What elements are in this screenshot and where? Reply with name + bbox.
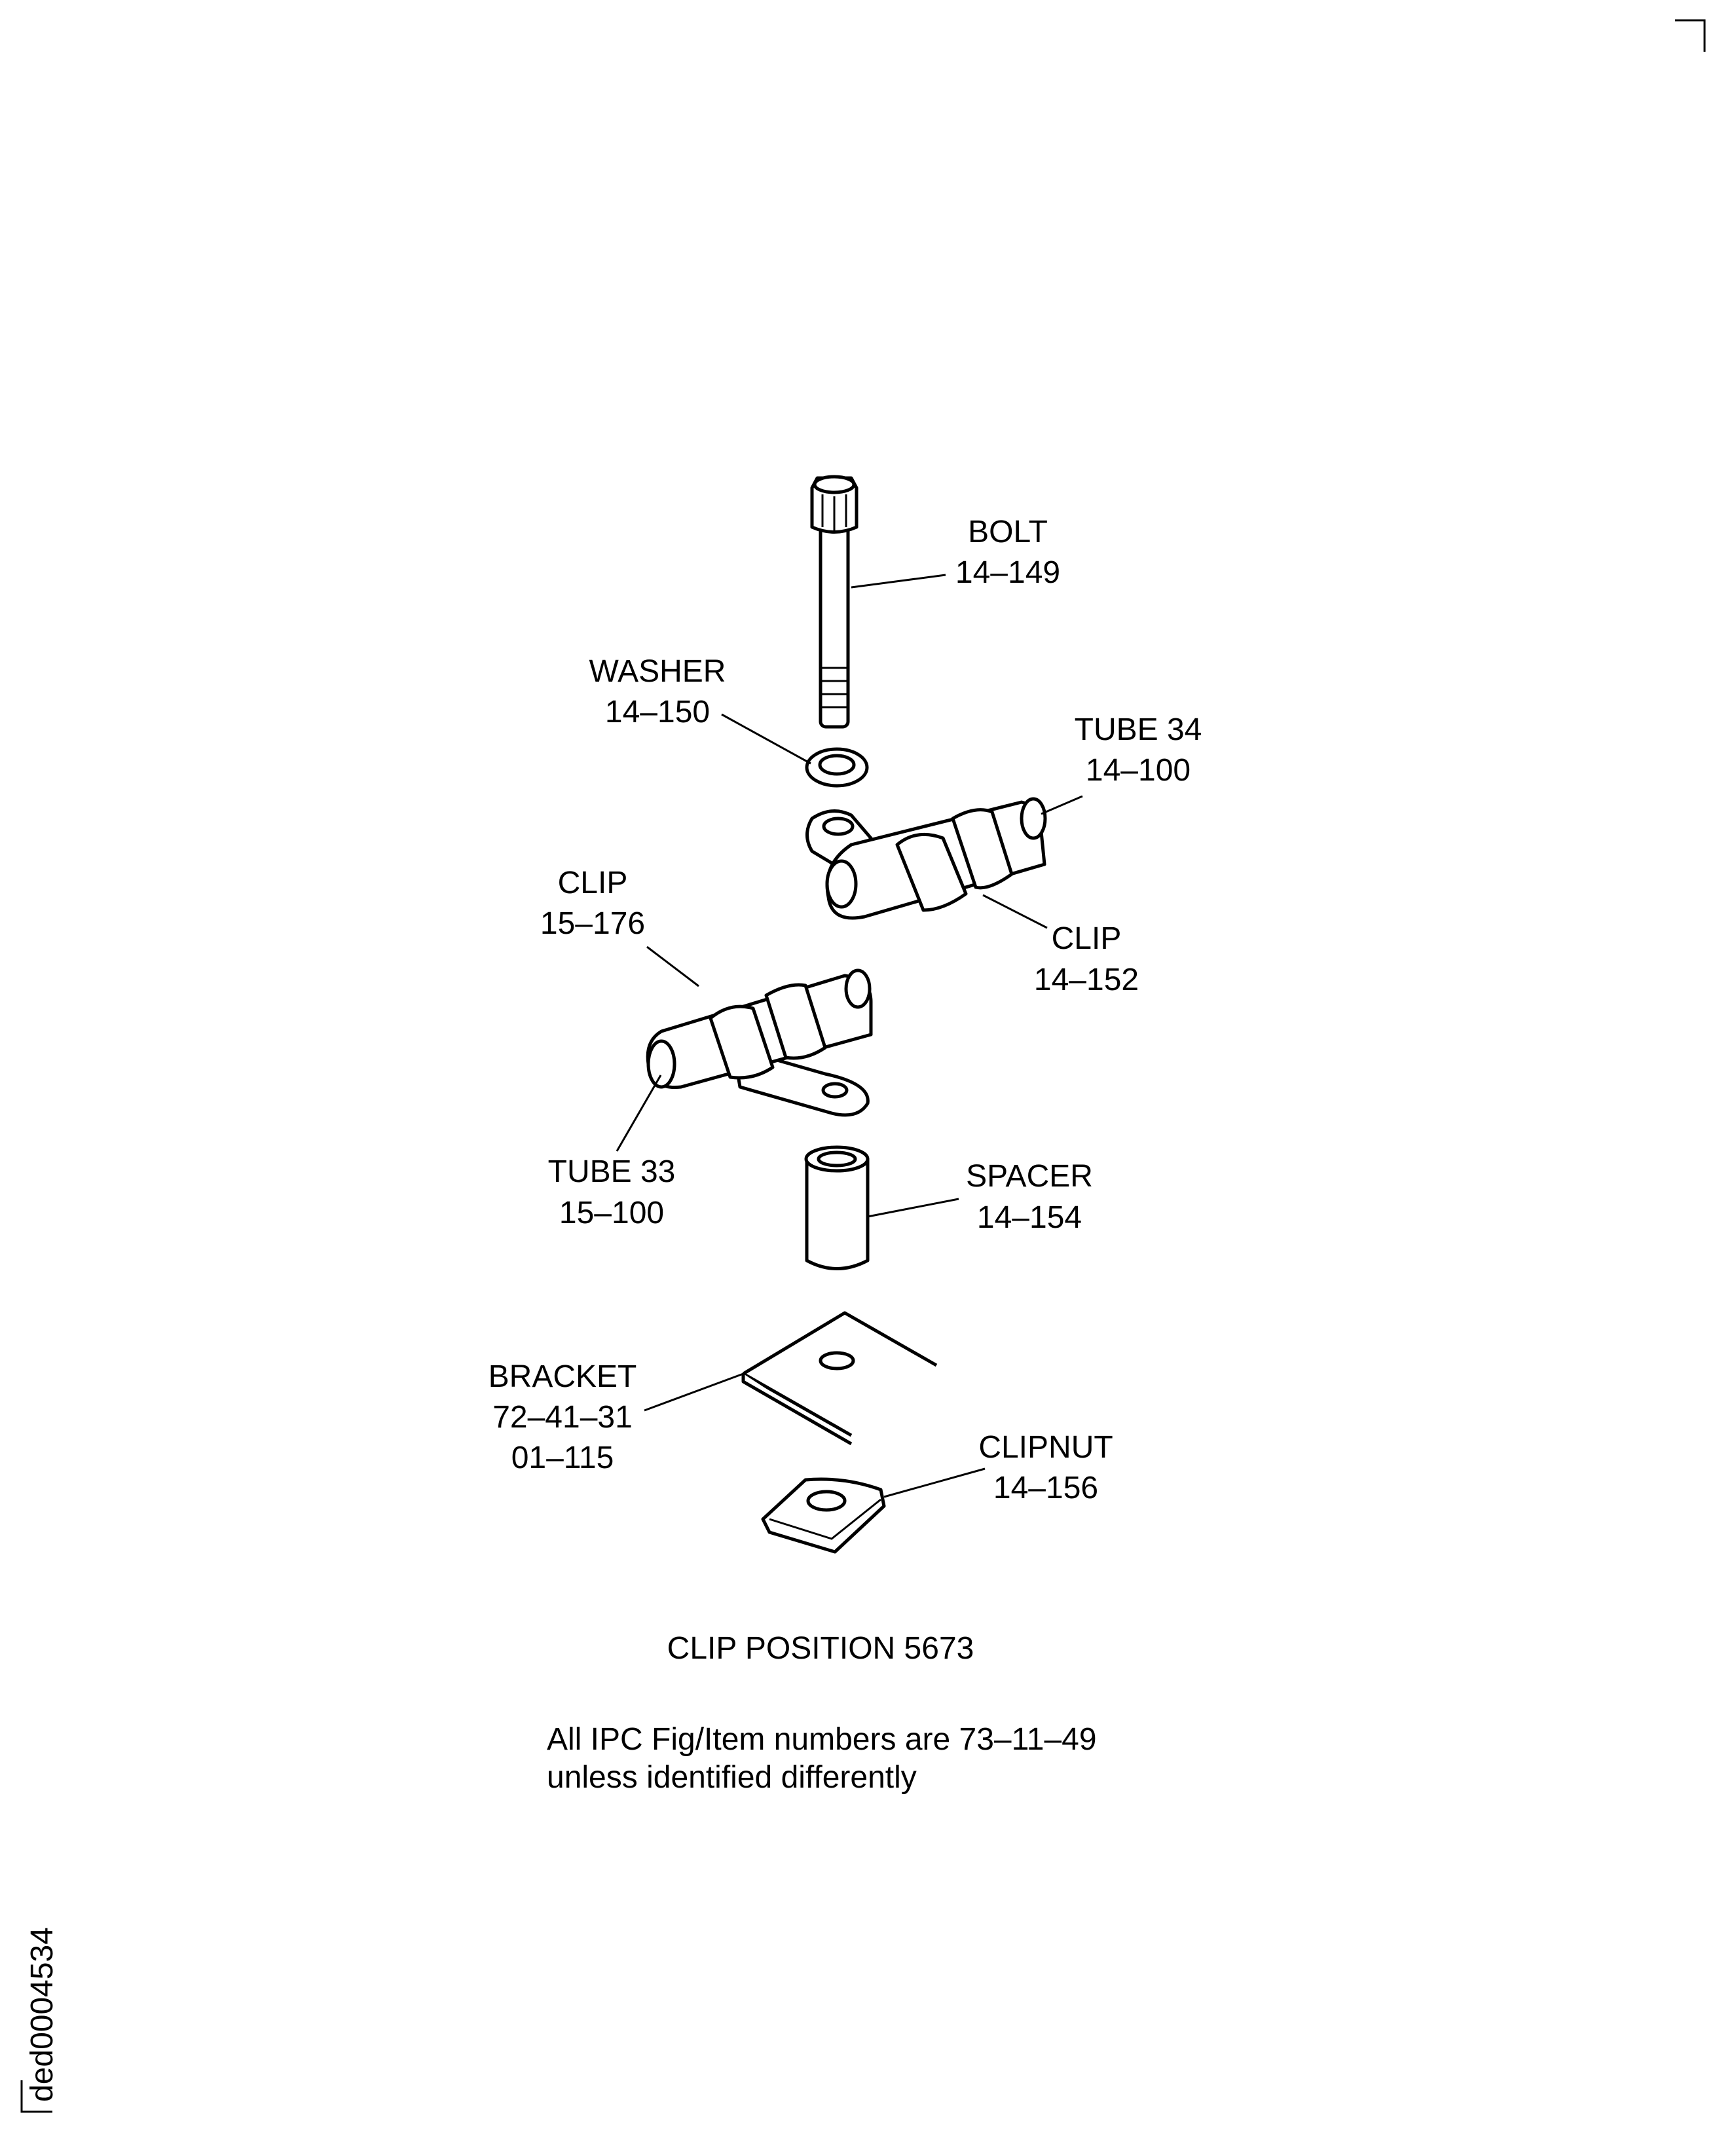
callout-tube33-name: TUBE 33 (548, 1154, 676, 1189)
callout-bolt-ref: 14–149 (955, 555, 1060, 590)
callout-washer-name: WASHER (589, 654, 726, 689)
leader-lines (616, 574, 1083, 1498)
callout-spacer-ref: 14–154 (977, 1200, 1082, 1235)
callout-clipnut-name: CLIPNUT (978, 1430, 1113, 1465)
callout-clip-15-176-ref: 15–176 (540, 906, 645, 941)
drawing-id: ded0004534 (25, 1927, 60, 2102)
callout-tube33-ref: 15–100 (559, 1196, 664, 1230)
callout-bolt-name: BOLT (968, 515, 1048, 549)
callout-bracket-ref: 72–41–31 (492, 1400, 633, 1435)
clip-tube-33-drawing (646, 968, 873, 1117)
callout-clipnut-ref: 14–156 (993, 1471, 1098, 1505)
callout-bracket-ref2: 01–115 (511, 1441, 614, 1475)
callout-tube34-ref: 14–100 (1086, 753, 1191, 788)
callout-bracket-name: BRACKET (489, 1359, 637, 1394)
callout-tube34-name: TUBE 34 (1075, 712, 1202, 747)
bolt-drawing (810, 475, 859, 729)
spacer-drawing (804, 1145, 870, 1270)
callout-washer-ref: 14–150 (605, 695, 710, 729)
callout-spacer-name: SPACER (966, 1159, 1093, 1194)
clipnut-drawing (761, 1477, 886, 1554)
bracket-drawing (741, 1311, 938, 1446)
clip-tube-34-drawing (805, 797, 1047, 920)
figure-note-line1: All IPC Fig/Item numbers are 73–11–49 (547, 1722, 1097, 1757)
callout-clip-14-152-name: CLIP (1052, 921, 1122, 956)
callout-clip-15-176-name: CLIP (558, 866, 628, 900)
figure-note-line2: unless identified differently (547, 1760, 917, 1795)
washer-drawing (805, 747, 869, 788)
corner-mark-top-right (1675, 19, 1706, 52)
corner-mark-bottom-left (20, 2080, 52, 2113)
figure-title: CLIP POSITION 5673 (667, 1631, 974, 1666)
callout-clip-14-152-ref: 14–152 (1034, 963, 1139, 997)
